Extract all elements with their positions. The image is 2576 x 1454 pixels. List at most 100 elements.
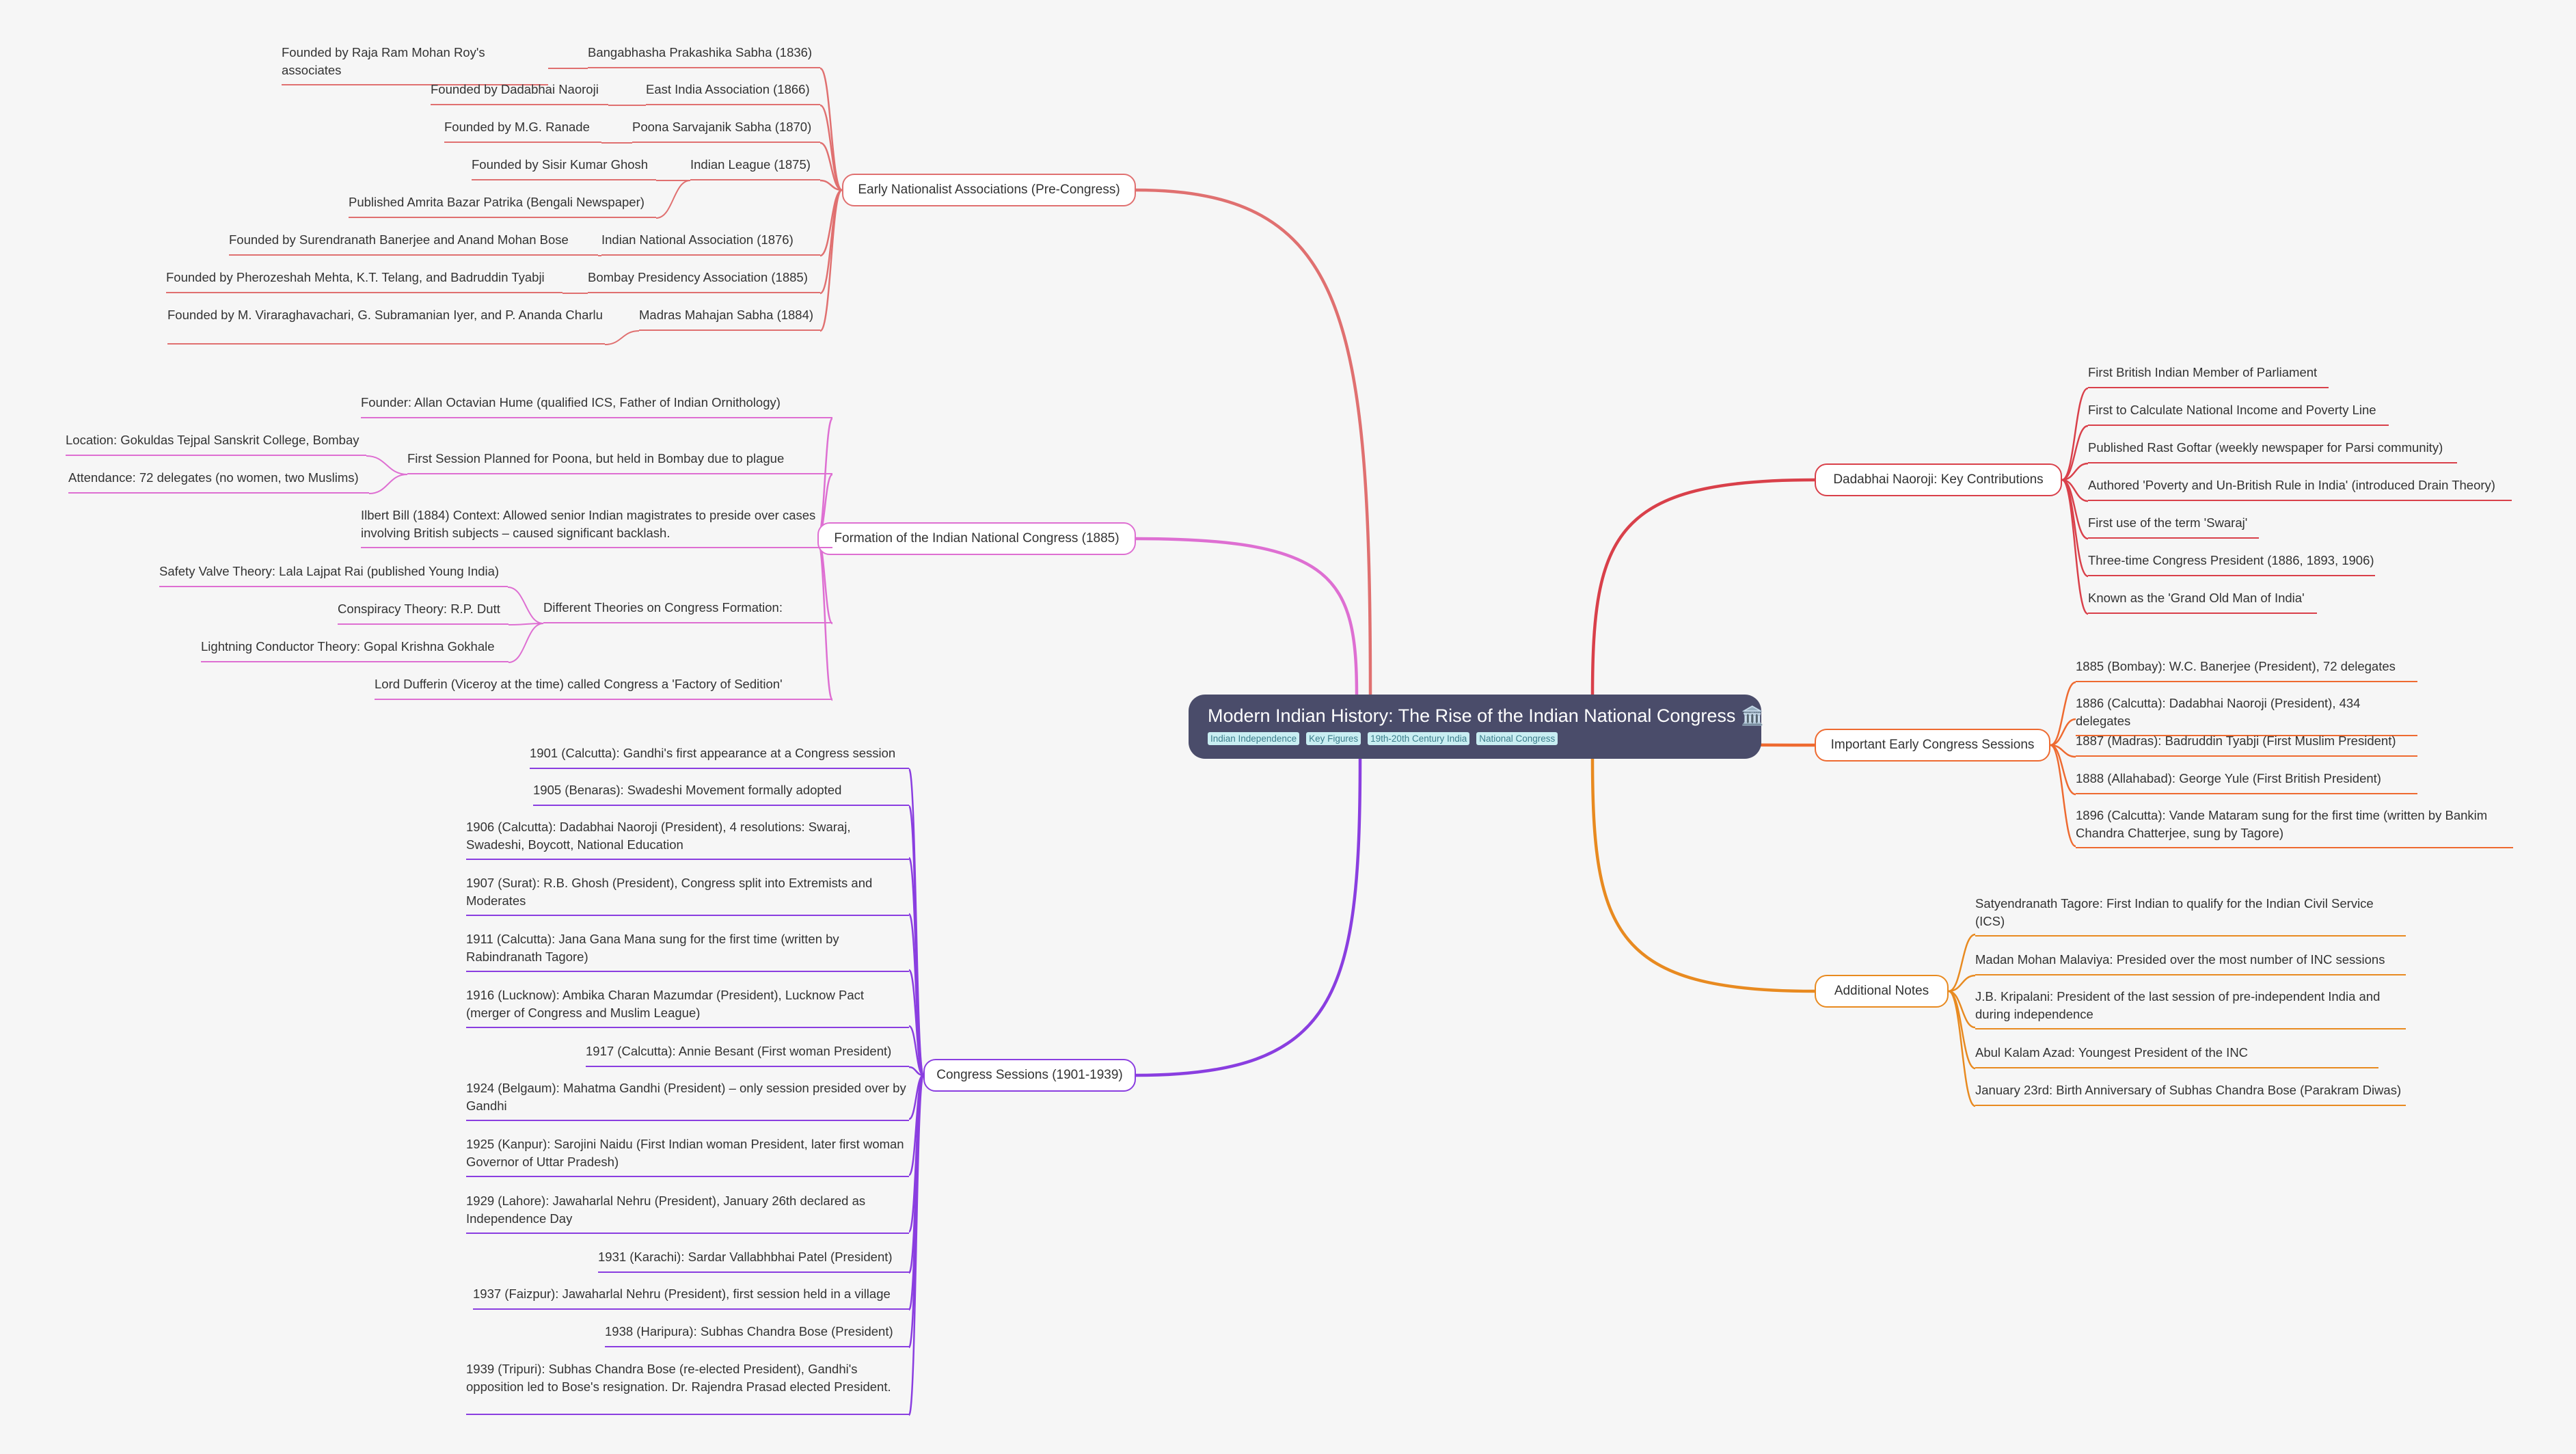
b6-link-1 (1948, 974, 1976, 993)
branch-b4[interactable]: Dadabhai Naoroji: Key Contributions (1815, 463, 2062, 496)
b2-item-3-child-link-0 (507, 587, 544, 624)
b3-item-1[interactable]: 1905 (Benaras): Swadeshi Movement formal… (533, 779, 909, 806)
b6-item-0[interactable]: Satyendranath Tagore: First Indian to qu… (1975, 892, 2406, 937)
b2-item-1-child-0[interactable]: Location: Gokuldas Tejpal Sanskrit Colle… (66, 429, 366, 456)
b3-link-1 (908, 805, 925, 1077)
b6-link-0 (1948, 933, 1976, 993)
b1-item-5-child-0[interactable]: Founded by Pherozeshah Mehta, K.T. Telan… (166, 266, 562, 293)
b5-link-3 (2050, 744, 2076, 796)
b2-item-3-child-2[interactable]: Lightning Conductor Theory: Gopal Krishn… (201, 635, 509, 662)
b1-item-4-child-0[interactable]: Founded by Surendranath Banerjee and Ana… (229, 228, 598, 256)
b2-item-1-child-link-1 (368, 474, 408, 494)
b3-link-0 (908, 768, 925, 1077)
b1-item-0[interactable]: Bangabhasha Prakashika Sabha (1836) (588, 41, 820, 68)
b3-item-8[interactable]: 1925 (Kanpur): Sarojini Naidu (First Ind… (466, 1133, 909, 1177)
b3-item-13[interactable]: 1939 (Tripuri): Subhas Chandra Bose (re-… (466, 1358, 909, 1415)
b6-link-4 (1948, 990, 1976, 1107)
b1-item-2-child-0[interactable]: Founded by M.G. Ranade (444, 116, 601, 143)
root-link-b6 (1590, 757, 1815, 993)
b1-item-6-child-0[interactable]: Founded by M. Viraraghavachari, G. Subra… (167, 304, 605, 345)
b2-item-3-child-0[interactable]: Safety Valve Theory: Lala Lajpat Rai (pu… (159, 560, 508, 587)
b3-link-5 (908, 1025, 924, 1077)
b1-item-3[interactable]: Indian League (1875) (690, 153, 820, 180)
b3-link-8 (908, 1074, 925, 1176)
b5-item-0[interactable]: 1885 (Bombay): W.C. Banerjee (President)… (2076, 655, 2417, 682)
b3-item-3[interactable]: 1907 (Surat): R.B. Ghosh (President), Co… (466, 872, 909, 916)
b4-link-3 (2061, 479, 2089, 502)
b3-item-6[interactable]: 1917 (Calcutta): Annie Besant (First wom… (586, 1040, 909, 1067)
b3-link-4 (908, 969, 925, 1077)
central-topic[interactable]: Modern Indian History: The Rise of the I… (1189, 695, 1764, 759)
b1-item-1-child-0[interactable]: Founded by Dadabhai Naoroji (431, 78, 608, 105)
branch-b1[interactable]: Early Nationalist Associations (Pre-Cong… (842, 174, 1136, 206)
b6-item-4[interactable]: January 23rd: Birth Anniversary of Subha… (1975, 1079, 2406, 1106)
b3-link-3 (908, 913, 925, 1077)
b3-item-12[interactable]: 1938 (Haripura): Subhas Chandra Bose (Pr… (605, 1320, 909, 1347)
b2-item-1-child-1[interactable]: Attendance: 72 delegates (no women, two … (68, 466, 369, 494)
b2-item-4[interactable]: Lord Dufferin (Viceroy at the time) call… (375, 673, 832, 700)
b1-item-2[interactable]: Poona Sarvajanik Sabha (1870) (632, 116, 820, 143)
b4-item-1[interactable]: First to Calculate National Income and P… (2088, 399, 2389, 426)
b4-item-0[interactable]: First British Indian Member of Parliamen… (2088, 361, 2329, 388)
b1-link-6 (819, 189, 843, 332)
b5-link-4 (2050, 744, 2076, 848)
b1-item-3-child-0[interactable]: Founded by Sisir Kumar Ghosh (472, 153, 656, 180)
b6-item-3[interactable]: Abul Kalam Azad: Youngest President of t… (1975, 1041, 2378, 1068)
b4-item-5[interactable]: Three-time Congress President (1886, 189… (2088, 549, 2375, 576)
b6-item-1[interactable]: Madan Mohan Malaviya: Presided over the … (1975, 948, 2406, 975)
b3-item-5[interactable]: 1916 (Lucknow): Ambika Charan Mazumdar (… (466, 984, 909, 1028)
classical-building-icon: 🏛️ (1740, 705, 1764, 726)
root-link-b3 (1135, 757, 1362, 1077)
b1-item-6[interactable]: Madras Mahajan Sabha (1884) (639, 304, 820, 331)
b2-item-3[interactable]: Different Theories on Congress Formation… (543, 596, 832, 623)
branch-b2[interactable]: Formation of the Indian National Congres… (817, 522, 1136, 555)
b3-item-4[interactable]: 1911 (Calcutta): Jana Gana Mana sung for… (466, 928, 909, 972)
b3-item-9[interactable]: 1929 (Lahore): Jawaharlal Nehru (Preside… (466, 1189, 909, 1234)
b2-item-1[interactable]: First Session Planned for Poona, but hel… (407, 447, 832, 474)
b4-item-2[interactable]: Published Rast Goftar (weekly newspaper … (2088, 436, 2457, 463)
tag-indian-independence[interactable]: Indian Independence (1208, 732, 1300, 745)
b3-link-13 (908, 1074, 925, 1416)
root-link-b1 (1135, 188, 1372, 697)
b3-item-2[interactable]: 1906 (Calcutta): Dadabhai Naoroji (Presi… (466, 816, 909, 860)
b2-item-3-child-link-1 (508, 623, 544, 625)
branch-b5[interactable]: Important Early Congress Sessions (1815, 729, 2050, 762)
branch-b6[interactable]: Additional Notes (1815, 975, 1949, 1008)
b3-item-11[interactable]: 1937 (Faizpur): Jawaharlal Nehru (Presid… (473, 1282, 909, 1310)
b1-item-0-child-0[interactable]: Founded by Raja Ram Mohan Roy's associat… (282, 41, 548, 85)
b3-item-0[interactable]: 1901 (Calcutta): Gandhi's first appearan… (530, 742, 909, 769)
b3-item-7[interactable]: 1924 (Belgaum): Mahatma Gandhi (Presiden… (466, 1077, 909, 1121)
b5-item-4[interactable]: 1896 (Calcutta): Vande Mataram sung for … (2076, 804, 2513, 848)
b4-item-3[interactable]: Authored 'Poverty and Un-British Rule in… (2088, 474, 2512, 501)
b4-link-5 (2061, 479, 2089, 578)
b1-item-5[interactable]: Bombay Presidency Association (1885) (588, 266, 820, 293)
b5-link-2 (2050, 744, 2076, 758)
b1-link-4 (819, 189, 843, 257)
b1-item-1[interactable]: East India Association (1866) (646, 78, 820, 105)
b1-item-3-child-1[interactable]: Published Amrita Bazar Patrika (Bengali … (349, 191, 656, 218)
b2-item-2[interactable]: Ilbert Bill (1884) Context: Allowed seni… (361, 504, 832, 548)
central-topic-title: Modern Indian History: The Rise of the I… (1208, 703, 1764, 728)
tag-19th-20th-century-india[interactable]: 19th-20th Century India (1368, 732, 1470, 745)
b5-item-1[interactable]: 1886 (Calcutta): Dadabhai Naoroji (Presi… (2076, 692, 2417, 736)
b5-item-2[interactable]: 1887 (Madras): Badruddin Tyabji (First M… (2076, 729, 2417, 757)
b3-link-11 (908, 1074, 925, 1311)
b3-link-6 (908, 1066, 924, 1077)
b3-item-10[interactable]: 1931 (Karachi): Sardar Vallabhbhai Patel… (598, 1246, 909, 1273)
b4-item-6[interactable]: Known as the 'Grand Old Man of India' (2088, 587, 2317, 614)
b3-link-12 (908, 1074, 925, 1349)
b6-link-2 (1948, 990, 1976, 1029)
b6-item-2[interactable]: J.B. Kripalani: President of the last se… (1975, 985, 2406, 1029)
b2-item-0[interactable]: Founder: Allan Octavian Hume (qualified … (361, 391, 832, 418)
b4-item-4[interactable]: First use of the term 'Swaraj' (2088, 511, 2259, 539)
b2-item-3-child-link-2 (508, 623, 544, 663)
tag-national-congress[interactable]: National Congress (1476, 732, 1558, 745)
b1-link-2 (819, 142, 843, 191)
tag-key-figures[interactable]: Key Figures (1306, 732, 1361, 745)
central-topic-text: Modern Indian History: The Rise of the I… (1208, 705, 1736, 726)
b1-item-4[interactable]: Indian National Association (1876) (601, 228, 820, 256)
b2-item-3-child-1[interactable]: Conspiracy Theory: R.P. Dutt (338, 597, 509, 625)
branch-b3[interactable]: Congress Sessions (1901-1939) (923, 1059, 1136, 1092)
b2-item-1-child-link-0 (366, 455, 408, 475)
b5-item-3[interactable]: 1888 (Allahabad): George Yule (First Bri… (2076, 767, 2417, 794)
